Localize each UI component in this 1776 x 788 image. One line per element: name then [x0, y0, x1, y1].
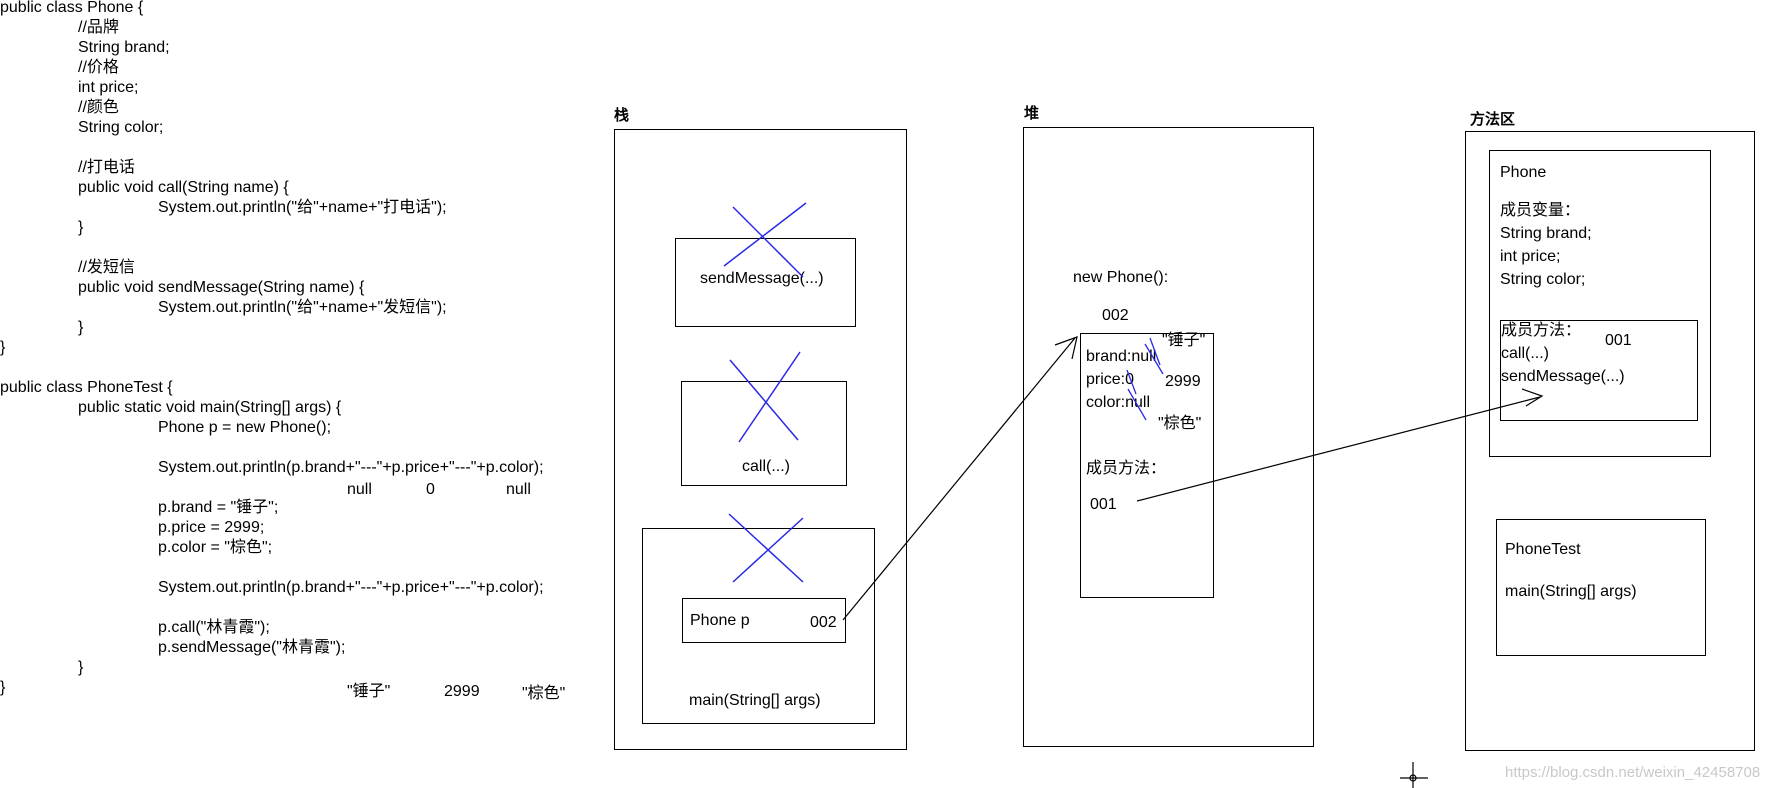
code-line: }: [0, 339, 6, 356]
frame-label: main(String[] args): [689, 692, 821, 709]
method-decl: sendMessage(...): [1501, 368, 1625, 385]
code-line: //价格: [78, 59, 119, 76]
output-brand-1: null: [347, 481, 372, 498]
methods-box: 成员方法： 001 call(...) sendMessage(...): [1500, 320, 1698, 421]
frame-label: sendMessage(...): [700, 270, 824, 287]
method-decl: main(String[] args): [1505, 583, 1637, 600]
field-strike: [1127, 388, 1147, 421]
output-color-2: "棕色": [522, 685, 566, 702]
class-name: Phone: [1500, 164, 1547, 181]
method-area: Phone 成员变量： String brand; int price; Str…: [1465, 131, 1755, 751]
methods-address: 001: [1090, 496, 1117, 513]
output-brand-2: "锤子": [347, 683, 391, 700]
method-area-title: 方法区: [1470, 111, 1516, 128]
code-line: p.brand = "锤子";: [158, 499, 279, 516]
field-brand-new-value: "锤子": [1162, 332, 1206, 349]
variable-value: 002: [810, 614, 837, 631]
phonetest-class-box: PhoneTest main(String[] args): [1496, 519, 1706, 656]
heap-title: 堆: [1024, 105, 1040, 122]
output-color-1: null: [506, 481, 531, 498]
field-price: price:0: [1086, 371, 1135, 388]
methods-label: 成员方法：: [1501, 322, 1582, 339]
code-line: }: [0, 679, 6, 696]
field-brand: brand:null: [1086, 348, 1157, 365]
stack-frame-call: call(...): [681, 381, 847, 486]
frame-popped-cross: [728, 513, 804, 583]
object-address: 002: [1102, 307, 1129, 324]
methods-address: 001: [1605, 332, 1632, 349]
code-line: public class PhoneTest {: [0, 379, 173, 396]
field-decl: String brand;: [1500, 225, 1592, 242]
watermark: https://blog.csdn.net/weixin_42458708: [1505, 764, 1761, 781]
output-price-1: 0: [426, 481, 435, 498]
code-line: Phone p = new Phone();: [158, 419, 332, 436]
code-line: System.out.println(p.brand+"---"+p.price…: [158, 579, 544, 596]
code-line: p.color = "棕色";: [158, 539, 273, 556]
field-strike: [1126, 369, 1137, 395]
stack-variable-p: Phone p 002: [682, 598, 846, 643]
field-price-new-value: 2999: [1165, 373, 1201, 390]
stack-title: 栈: [614, 107, 630, 124]
code-line: //颜色: [78, 99, 119, 116]
code-line: public void call(String name) {: [78, 179, 289, 196]
code-line: System.out.println("给"+name+"打电话");: [158, 199, 447, 216]
code-line: int price;: [78, 79, 139, 96]
methods-label: 成员方法：: [1086, 460, 1167, 477]
phone-object: brand:null price:0 color:null "锤子" 2999 …: [1080, 332, 1214, 598]
code-line: //品牌: [78, 19, 119, 36]
field-strike: [1144, 337, 1164, 375]
code-line: //发短信: [78, 259, 135, 276]
code-line: p.sendMessage("林青霞");: [158, 639, 346, 656]
frame-label: call(...): [742, 458, 790, 475]
code-line: }: [78, 319, 84, 336]
field-decl: String color;: [1500, 271, 1586, 288]
new-phone-label: new Phone():: [1073, 269, 1169, 286]
variable-name: Phone p: [690, 612, 750, 629]
phone-class-box: Phone 成员变量： String brand; int price; Str…: [1489, 150, 1711, 457]
code-line: }: [78, 219, 84, 236]
code-line: p.price = 2999;: [158, 519, 265, 536]
fields-label: 成员变量：: [1500, 202, 1581, 219]
code-line: public class Phone {: [0, 0, 144, 16]
code-line: String brand;: [78, 39, 170, 56]
code-line: }: [78, 659, 84, 676]
code-line: System.out.println(p.brand+"---"+p.price…: [158, 459, 544, 476]
method-reference-arrow: [1136, 388, 1544, 502]
stack-frame-main: Phone p 002 main(String[] args): [642, 528, 875, 724]
code-line: System.out.println("给"+name+"发短信");: [158, 299, 447, 316]
frame-popped-cross: [723, 202, 807, 278]
crosshair-cursor-icon: [1400, 762, 1428, 788]
class-name: PhoneTest: [1505, 541, 1581, 558]
code-line: public static void main(String[] args) {: [78, 399, 342, 416]
reference-arrow: [842, 336, 1078, 621]
output-price-2: 2999: [444, 683, 480, 700]
code-line: public void sendMessage(String name) {: [78, 279, 365, 296]
code-line: p.call("林青霞");: [158, 619, 270, 636]
heap-area: new Phone(): 002 brand:null price:0 colo…: [1023, 127, 1314, 747]
code-line: String color;: [78, 119, 164, 136]
field-color-new-value: "棕色": [1158, 415, 1202, 432]
code-line: //打电话: [78, 159, 135, 176]
frame-popped-cross: [729, 351, 801, 443]
field-decl: int price;: [1500, 248, 1561, 265]
method-decl: call(...): [1501, 345, 1549, 362]
